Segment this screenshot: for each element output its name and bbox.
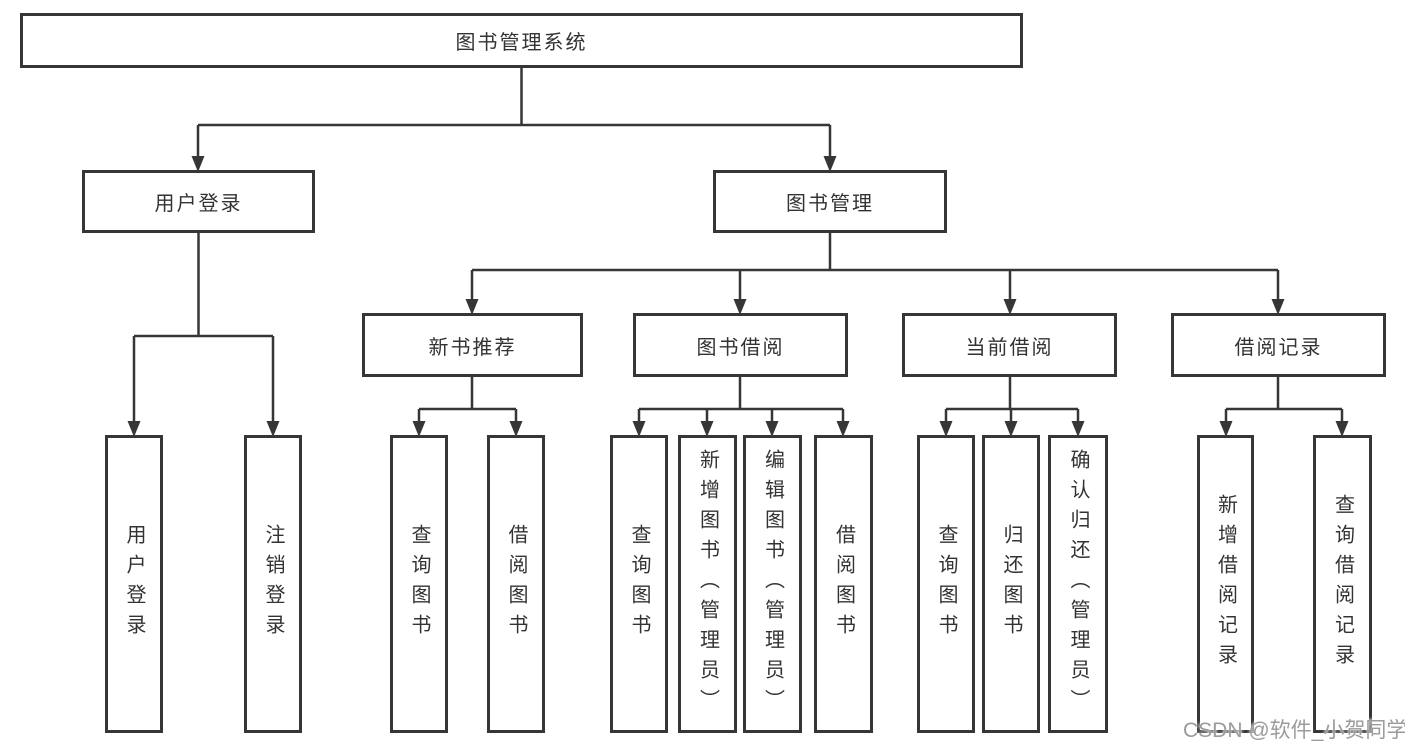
leaf-user-login: 用户登录 [105,435,163,733]
leaf-add-borrow-record: 新增借阅记录 [1197,435,1254,733]
node-user-login: 用户登录 [82,170,315,233]
leaf-edit-books-admin: 编辑图书（管理员） [743,435,802,733]
leaf-recommend-borrow-books: 借阅图书 [487,435,545,733]
leaf-current-query-books-label: 查询图书 [935,524,957,644]
leaf-add-books-admin: 新增图书（管理员） [678,435,737,733]
leaf-query-borrow-record: 查询借阅记录 [1313,435,1372,733]
leaf-recommend-query-books-label: 查询图书 [408,524,430,644]
leaf-edit-books-admin-label: 编辑图书（管理员） [761,449,784,719]
node-current-borrow: 当前借阅 [902,313,1117,377]
csdn-watermark: CSDN @软件_小贺同学 [1183,719,1405,742]
leaf-recommend-borrow-books-label: 借阅图书 [505,524,527,644]
leaf-add-borrow-record-label: 新增借阅记录 [1214,494,1237,674]
node-book-borrow-label: 图书借阅 [696,336,785,359]
leaf-query-borrow-record-label: 查询借阅记录 [1331,494,1354,674]
node-book-borrow: 图书借阅 [633,313,848,377]
node-new-book-recommend-label: 新书推荐 [428,336,517,359]
node-borrow-records: 借阅记录 [1171,313,1386,377]
leaf-return-books-label: 归还图书 [1000,524,1022,644]
node-root-label: 图书管理系统 [455,32,588,54]
leaf-current-query-books: 查询图书 [917,435,975,733]
leaf-borrow-query-books-label: 查询图书 [628,524,650,644]
leaf-logout: 注销登录 [244,435,302,733]
node-new-book-recommend: 新书推荐 [362,313,583,377]
leaf-borrow-query-books: 查询图书 [610,435,668,733]
leaf-borrow-books-label: 借阅图书 [832,524,855,644]
leaf-borrow-books: 借阅图书 [814,435,873,733]
leaf-logout-label: 注销登录 [262,524,284,644]
node-user-login-label: 用户登录 [154,193,243,215]
node-book-management-label: 图书管理 [786,193,874,215]
node-borrow-records-label: 借阅记录 [1234,336,1323,359]
leaf-return-books: 归还图书 [982,435,1040,733]
node-current-borrow-label: 当前借阅 [965,336,1054,359]
leaf-confirm-return-admin: 确认归还（管理员） [1048,435,1108,733]
leaf-confirm-return-admin-label: 确认归还（管理员） [1067,449,1089,719]
leaf-recommend-query-books: 查询图书 [390,435,448,733]
node-book-management: 图书管理 [713,170,947,233]
leaf-user-login-label: 用户登录 [123,524,145,644]
node-root: 图书管理系统 [20,13,1023,68]
leaf-add-books-admin-label: 新增图书（管理员） [696,449,719,719]
